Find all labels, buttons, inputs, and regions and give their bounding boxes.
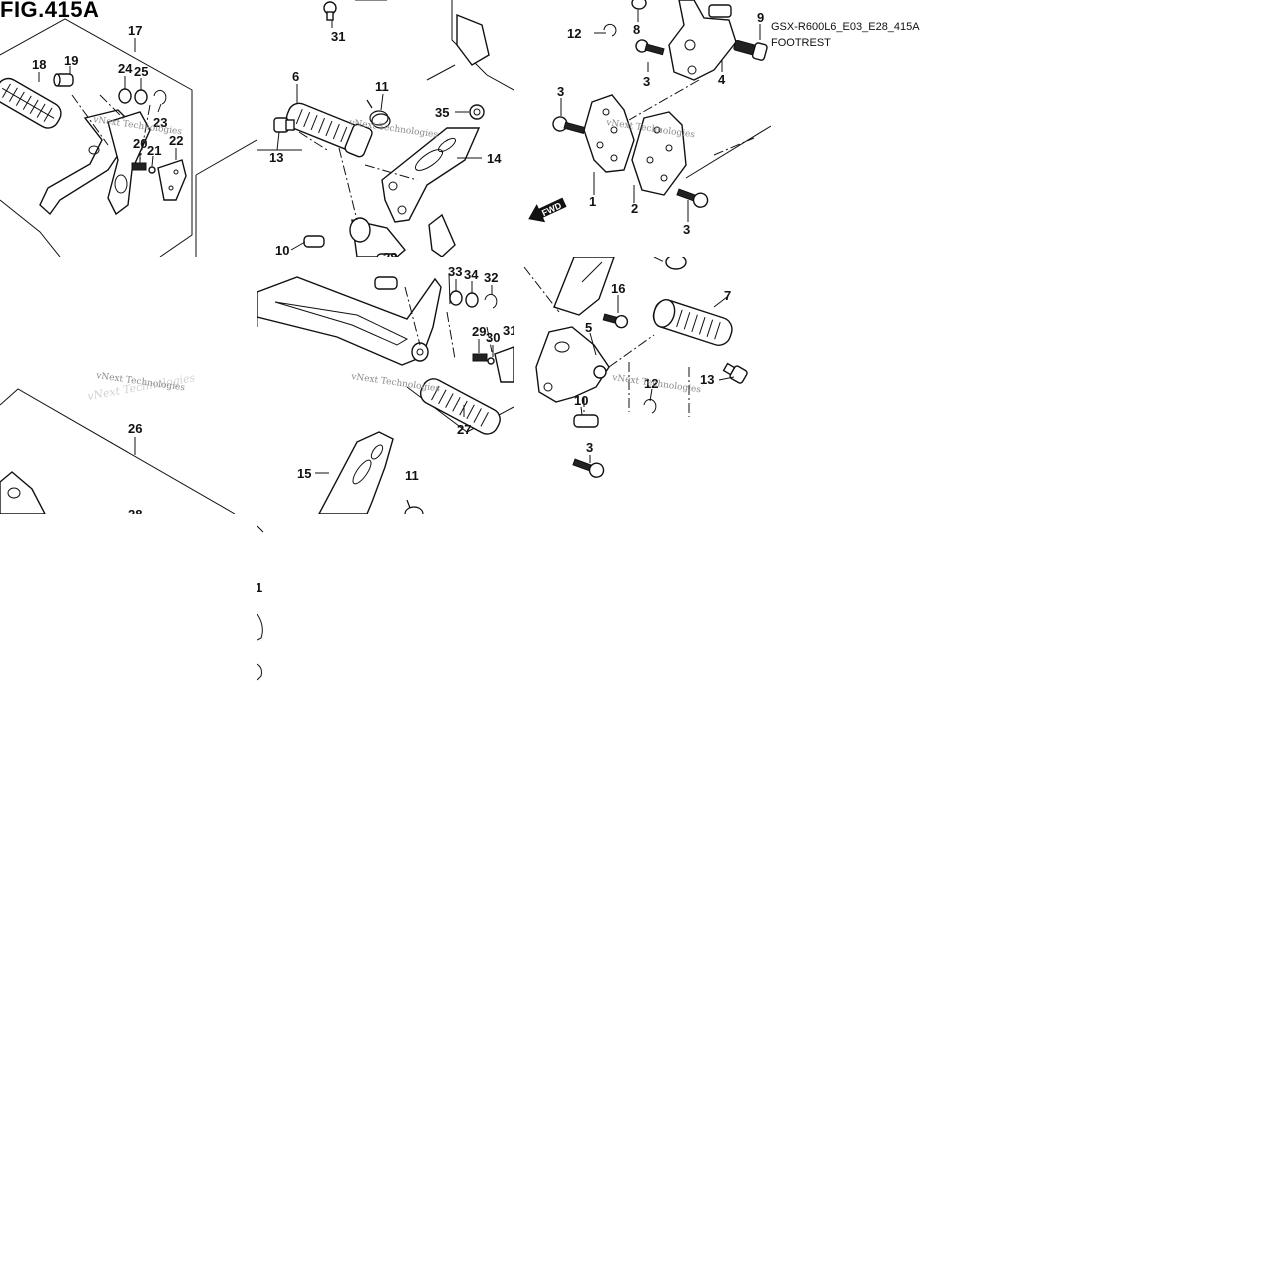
callout-13: 13 [700,372,714,387]
callout-2: 2 [631,201,638,216]
callout-34: 34 [464,267,479,282]
callout-6: 6 [292,69,299,84]
callout-11: 11 [375,79,389,94]
callout-27: 27 [457,422,471,437]
callout-4: 4 [718,72,726,87]
callout-18: 18 [32,57,46,72]
callout-14: 14 [487,151,502,166]
callout-10: 10 [574,393,588,408]
callout-19: 19 [64,53,78,68]
watermark: vNext Technologies [350,372,441,395]
diagram-tile-brackets: FWD 12 8 9 4 3 3 1 2 3 vNext Technologie… [514,0,771,257]
callout-3: 3 [643,74,650,89]
callout-5: 5 [585,320,592,335]
callout-3: 3 [683,222,690,237]
callout-31: 31 [331,29,345,44]
callout-3: 3 [557,84,564,99]
callout-13: 13 [269,150,283,165]
callout-24: 24 [118,61,133,76]
callout-35: 35 [435,105,449,120]
diagram-tile-step-bracket: 33 34 32 29 30 31 27 15 11 vNext Technol… [257,257,514,514]
section-name: FOOTREST [771,37,831,49]
callout-30: 30 [486,330,500,345]
callout-28: 28 [383,250,397,257]
model-code: GSX-R600L6_E03_E28_415A [771,21,920,33]
callout-7: 7 [724,288,731,303]
callout-15: 15 [297,466,311,481]
callout-25: 25 [134,64,148,79]
callout-31: 31 [503,323,514,338]
diagram-tile-front-right: 16 7 5 13 12 10 3 vNext Technologies [514,257,771,514]
callout-1: 1 [589,194,596,209]
callout-28: 28 [128,507,142,514]
callout-23: 23 [153,115,167,130]
diagram-tile-front-footrest: 31 6 11 13 35 14 10 28 vNext Technologie… [257,0,514,257]
diagram-tile-pillion-left: vNext Technologies 26 28 vNext Technolog… [0,257,257,514]
callout-9: 9 [757,10,764,25]
callout-11: 11 [405,468,419,483]
callout-8: 8 [633,22,640,37]
diagram-tile-rear-footrest: 17 18 19 24 25 23 20 21 22 vNext Technol… [0,0,257,257]
figure-title: FIG.415A [0,0,100,22]
callout-16: 16 [611,281,625,296]
callout-12: 12 [644,376,658,391]
callout-3: 3 [586,440,593,455]
callout-17: 17 [128,23,142,38]
fwd-arrow-icon: FWD [528,197,567,223]
callout-21: 21 [147,143,161,158]
callout-22: 22 [169,133,183,148]
callout-1: 1 [257,580,262,595]
callout-20: 20 [133,136,147,151]
callout-32: 32 [484,270,498,285]
callout-29: 29 [472,324,486,339]
callout-33: 33 [448,264,462,279]
diagram-tile-fragment: 1 [257,514,266,685]
callout-26: 26 [128,421,142,436]
callout-10: 10 [275,243,289,257]
callout-12: 12 [567,26,581,41]
